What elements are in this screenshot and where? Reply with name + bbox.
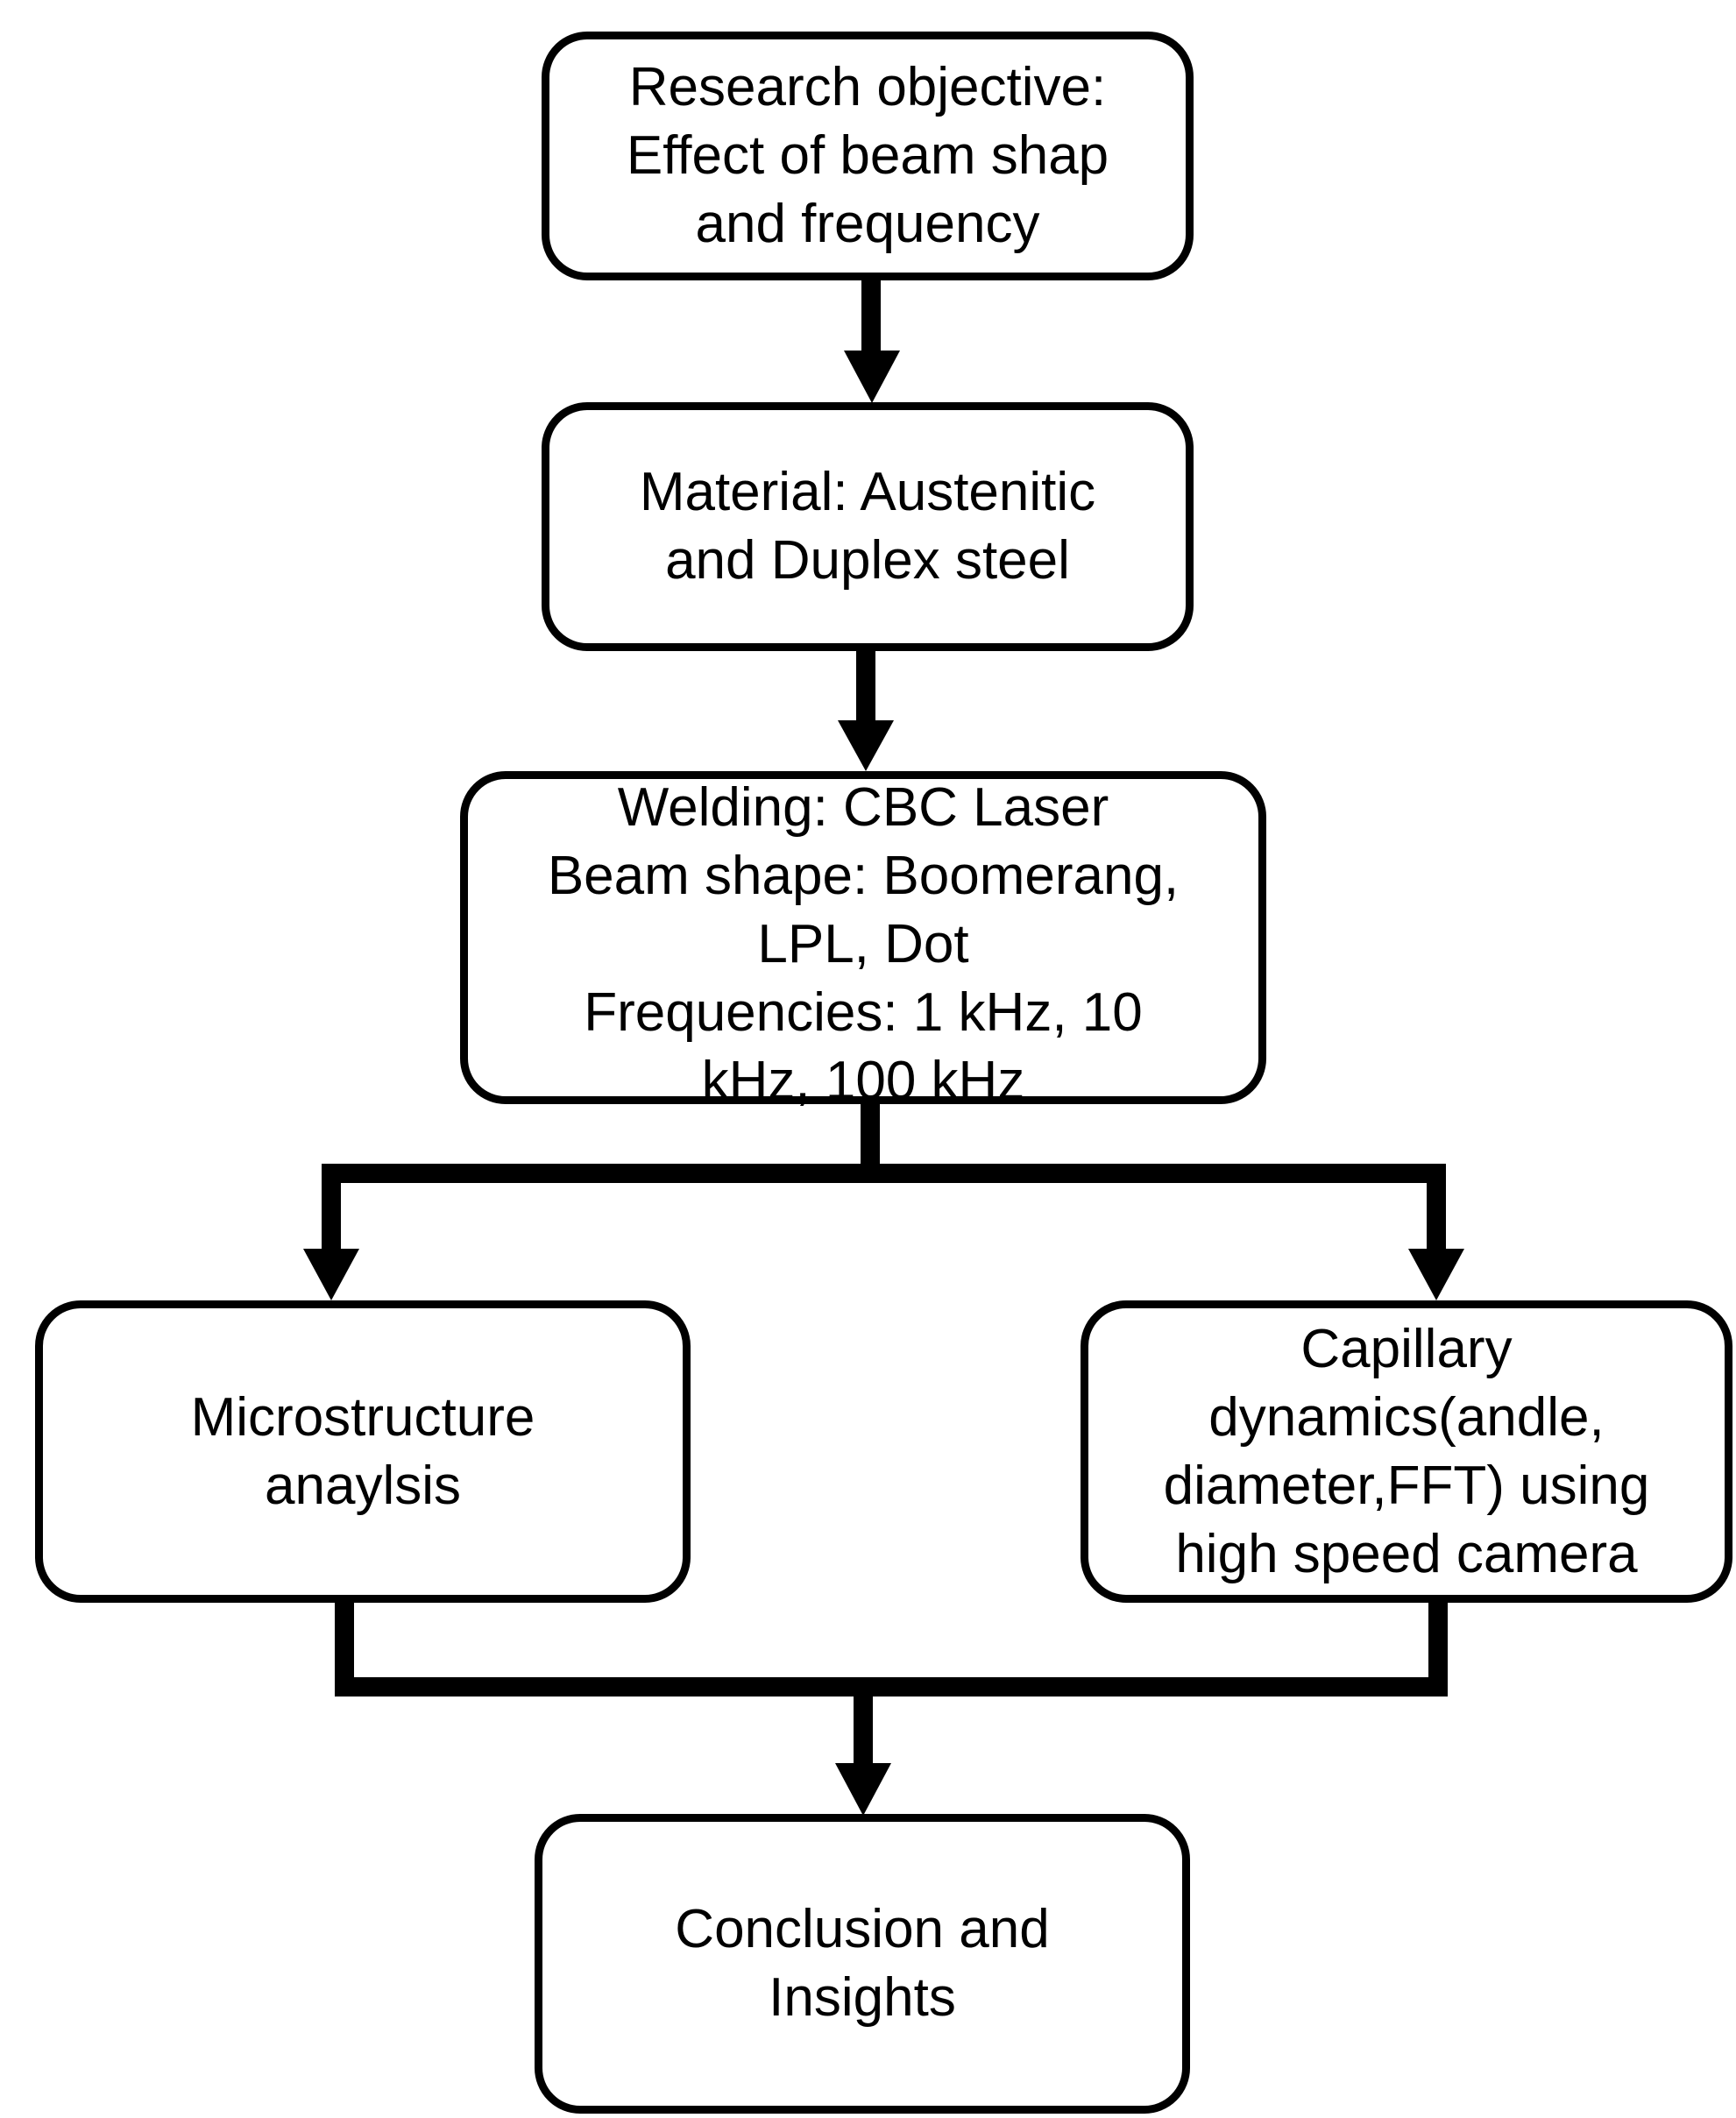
- node-text-line: Effect of beam shap: [626, 125, 1109, 186]
- node-text-line: diameter,FFT) using: [1163, 1455, 1650, 1516]
- arrowhead-microstructure: [303, 1249, 359, 1300]
- node-text-line: anaylsis: [265, 1455, 461, 1516]
- node-text-line: Conclusion and: [675, 1899, 1050, 1959]
- node-text-line: Microstructure: [190, 1386, 535, 1448]
- node-text-line: Insights: [769, 1967, 956, 2028]
- arrowhead-material: [844, 351, 900, 403]
- node-text-line: Capillary: [1300, 1318, 1513, 1379]
- arrowhead-capillary: [1408, 1249, 1464, 1300]
- node-text-line: and frequency: [695, 194, 1040, 254]
- node-welding: Welding: CBC Laser Beam shape: Boomerang…: [460, 771, 1266, 1111]
- arrowhead-welding: [838, 720, 894, 771]
- node-text-line: kHz, 100 kHz: [701, 1051, 1025, 1111]
- node-research-objective: Research objective: Effect of beam shap …: [542, 32, 1194, 280]
- node-text-line: high speed camera: [1175, 1523, 1638, 1584]
- node-capillary: Capillary dynamics(andle, diameter,FFT) …: [1081, 1300, 1732, 1603]
- node-text-line: Beam shape: Boomerang,: [547, 846, 1180, 906]
- node-conclusion: Conclusion and Insights: [535, 1814, 1190, 2114]
- node-text-line: Welding: CBC Laser: [617, 777, 1109, 838]
- arrowhead-conclusion: [835, 1763, 891, 1816]
- node-text-line: Research objective:: [628, 57, 1107, 117]
- node-text-line: Frequencies: 1 kHz, 10: [584, 982, 1143, 1043]
- node-text-line: dynamics(andle,: [1208, 1386, 1605, 1448]
- node-text-line: and Duplex steel: [665, 530, 1070, 591]
- node-material: Material: Austenitic and Duplex steel: [542, 402, 1194, 651]
- node-microstructure: Microstructure anaylsis: [35, 1300, 691, 1603]
- node-text-line: Material: Austenitic: [639, 462, 1096, 522]
- node-text-line: LPL, Dot: [757, 914, 969, 974]
